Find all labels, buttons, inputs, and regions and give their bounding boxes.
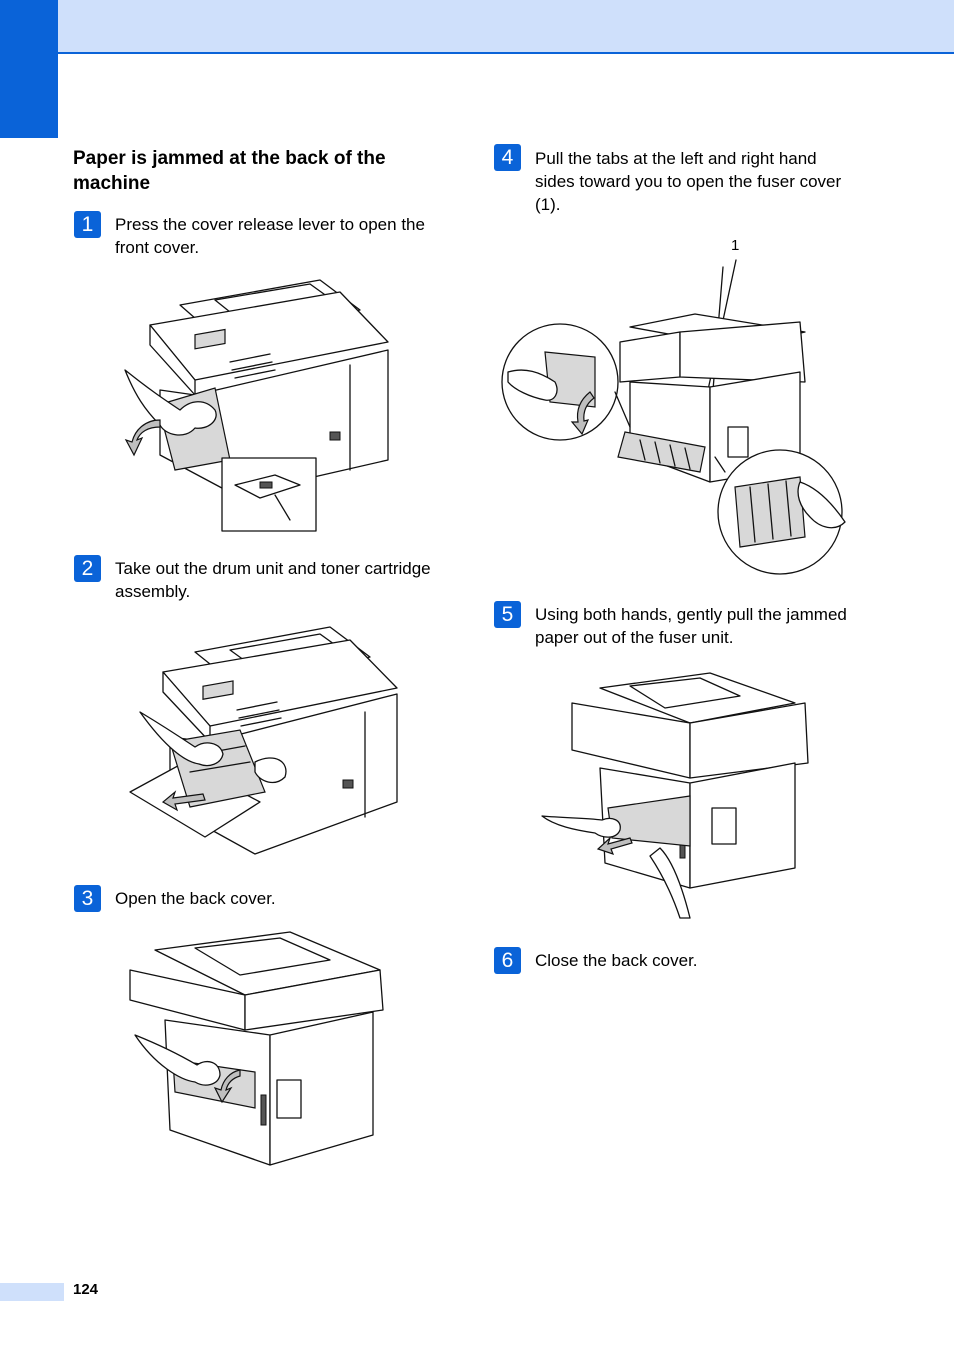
step-3-text: Open the back cover.: [115, 889, 276, 908]
page-number-bar: [0, 1283, 64, 1301]
step-4-text: Pull the tabs at the left and right hand…: [535, 149, 842, 214]
chapter-tab: [0, 0, 58, 138]
step-2-text: Take out the drum unit and toner cartrid…: [115, 559, 431, 601]
illustration-open-back-cover: [129, 931, 384, 1166]
step-1-text: Press the cover release lever to open th…: [115, 215, 425, 257]
header-band: [0, 0, 954, 54]
step-1-badge: 1: [74, 211, 101, 238]
page-number: 124: [73, 1281, 99, 1298]
step-6-badge: 6: [494, 947, 521, 974]
step-5-badge: 5: [494, 601, 521, 628]
callout-1-label: 1: [731, 237, 739, 254]
step-3-badge: 3: [74, 885, 101, 912]
section-title: Paper is jammed at the back of the machi…: [73, 148, 386, 194]
illustration-pull-jammed-paper: [541, 672, 809, 919]
step-6-text: Close the back cover.: [535, 951, 698, 970]
illustration-remove-drum-unit: [129, 626, 398, 855]
step-2-badge: 2: [74, 555, 101, 582]
illustration-open-front-cover: [124, 279, 389, 532]
illustration-fuser-cover-tabs: 1: [501, 237, 846, 575]
step-5-text: Using both hands, gently pull the jammed…: [535, 605, 847, 647]
step-4-badge: 4: [494, 144, 521, 171]
